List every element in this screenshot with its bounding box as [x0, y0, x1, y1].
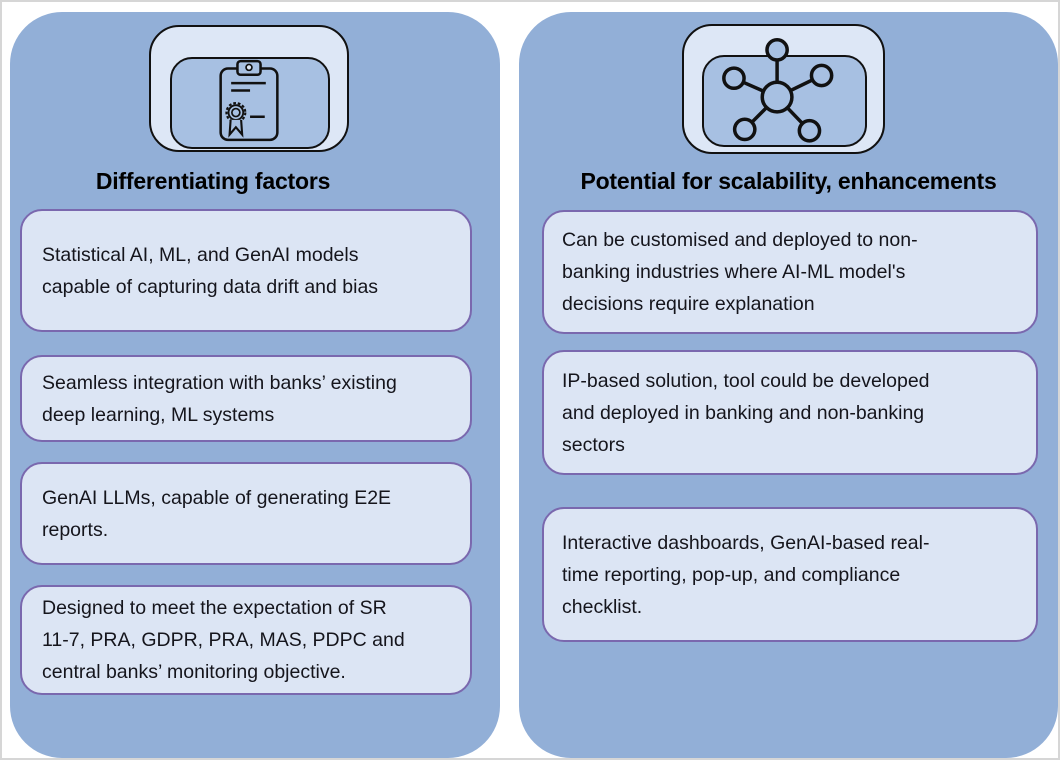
scalability-text-3: Interactive dashboards, GenAI-based real…: [562, 531, 930, 618]
card-title-right: Potential for scalability, enhancements: [580, 168, 997, 194]
network-icon: [722, 38, 834, 143]
card-title-left: Differentiating factors: [95, 168, 331, 194]
card-scalability-enhancements: Potential for scalability, enhancements …: [519, 12, 1058, 758]
factor-text-3: GenAI LLMs, capable of generating E2E re…: [42, 486, 392, 541]
factor-text-1: Statistical AI, ML, and GenAI models cap…: [42, 243, 379, 298]
scalability-text-1: Can be customised and deployed to non- b…: [562, 229, 918, 315]
certificate-icon: [219, 59, 279, 142]
factor-box-3: GenAI LLMs, capable of generating E2E re…: [20, 462, 472, 565]
factor-box-2: Seamless integration with banks’ existin…: [20, 355, 472, 442]
scalability-box-1: Can be customised and deployed to non- b…: [542, 210, 1038, 334]
scalability-text-2: IP-based solution, tool could be develop…: [562, 369, 930, 456]
factor-box-1: Statistical AI, ML, and GenAI models cap…: [20, 209, 472, 332]
factor-text-4: Designed to meet the expectation of SR 1…: [42, 597, 405, 683]
factor-text-2: Seamless integration with banks’ existin…: [42, 371, 397, 426]
scalability-box-2: IP-based solution, tool could be develop…: [542, 350, 1038, 475]
scalability-box-3: Interactive dashboards, GenAI-based real…: [542, 507, 1038, 642]
network-badge: [682, 24, 885, 154]
factor-box-4: Designed to meet the expectation of SR 1…: [20, 585, 472, 695]
card-differentiating-factors: Differentiating factors Statistical AI, …: [10, 12, 500, 758]
certificate-badge: [149, 25, 349, 152]
